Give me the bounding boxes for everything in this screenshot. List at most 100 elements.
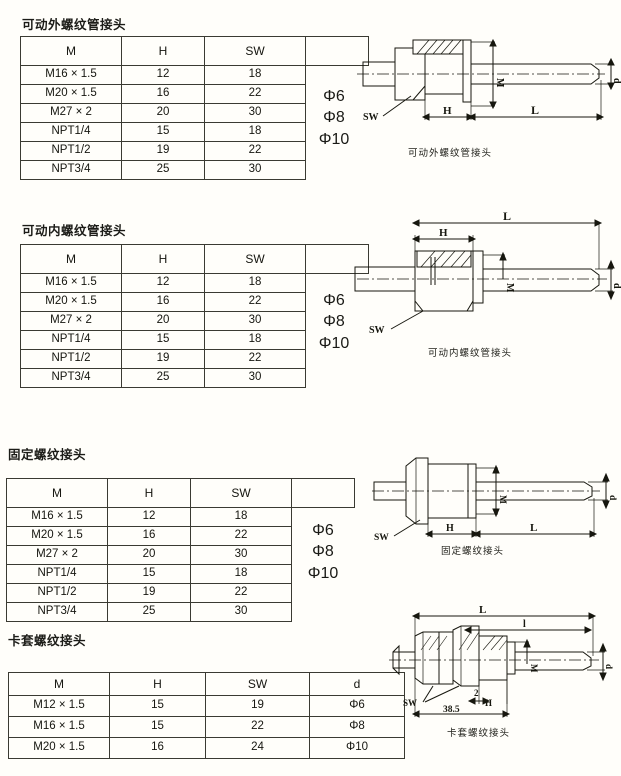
phi-value: Φ6 <box>312 522 334 539</box>
col-header-phi-merged <box>305 244 369 274</box>
cell-h: 12 <box>107 507 191 527</box>
section-title-4: 卡套螺纹接头 <box>8 633 87 648</box>
cell-sw: 22 <box>190 526 292 546</box>
cell-sw: 22 <box>204 292 306 312</box>
cell-m: M16 × 1.5 <box>6 507 108 527</box>
phi-value: Φ8 <box>323 313 345 331</box>
cell-m: M27 × 2 <box>6 545 108 565</box>
col-header-d: d <box>309 672 405 696</box>
cell-m: M16 × 1.5 <box>20 65 122 85</box>
cell-sw: 22 <box>204 84 306 104</box>
section-title-2: 可动内螺纹管接头 <box>22 223 127 238</box>
col-header-sw: SW <box>204 36 306 66</box>
cell-sw: 18 <box>204 273 306 293</box>
label-d: d <box>611 283 621 289</box>
phi-value: Φ10 <box>307 564 339 582</box>
spec-table-1: M H SW M16 × 1.5 12 18 M20 × 1.5 16 22 M… <box>20 36 369 180</box>
table-row: M27 × 2 20 30 <box>20 311 369 331</box>
label-l: L <box>479 604 486 616</box>
table-row: M16 × 1.5 12 18 <box>20 65 369 85</box>
phi-value: Φ6 <box>323 292 345 309</box>
label-h: H <box>485 698 492 708</box>
cell-m: M20 × 1.5 <box>8 737 110 759</box>
phi-list-3: Φ6 Φ8 Φ10 <box>295 522 351 583</box>
cell-sw: 22 <box>205 716 310 738</box>
cell-h: 25 <box>121 368 205 388</box>
label-h: H <box>439 227 448 239</box>
col-header-h: H <box>107 478 191 508</box>
table-row: M20 × 1.5 16 22 <box>6 526 355 546</box>
label-m: M <box>494 78 505 88</box>
cell-h: 16 <box>121 84 205 104</box>
table-header-row: M H SW d <box>8 672 405 696</box>
diagram-caption-2: 可动内螺纹管接头 <box>428 348 513 359</box>
label-d: d <box>611 78 621 84</box>
cell-sw: 18 <box>204 122 306 142</box>
cell-m: M12 × 1.5 <box>8 695 110 717</box>
cell-h: 19 <box>121 349 205 369</box>
col-header-sw: SW <box>190 478 292 508</box>
cell-sw: 24 <box>205 737 310 759</box>
col-header-sw: SW <box>204 244 306 274</box>
col-header-sw: SW <box>205 672 310 696</box>
label-d: d <box>607 495 617 501</box>
cell-sw: 30 <box>204 368 306 388</box>
table-header-row: M H SW <box>20 244 369 274</box>
label-l: L <box>503 209 511 223</box>
table-row: M16 × 1.5 15 22 Φ8 <box>8 716 405 738</box>
label-sw: SW <box>403 698 417 708</box>
table-row: M27 × 2 20 30 <box>6 545 355 565</box>
table-row: M20 × 1.5 16 24 Φ10 <box>8 737 405 759</box>
cell-sw: 30 <box>190 545 292 565</box>
cell-m: NPT3/4 <box>20 160 122 180</box>
cell-sw: 30 <box>204 103 306 123</box>
diagram-2: SW H L M d <box>354 205 621 337</box>
section-title-1: 可动外螺纹管接头 <box>22 17 127 32</box>
label-h: H <box>443 105 452 117</box>
table-row: NPT1/4 15 18 <box>6 564 355 584</box>
diagram-caption-3: 固定螺纹接头 <box>441 546 505 557</box>
table-row: NPT3/4 25 30 <box>6 602 355 622</box>
cell-h: 15 <box>109 716 206 738</box>
cell-h: 16 <box>107 526 191 546</box>
diagram-3: SW H L M d <box>372 448 617 548</box>
label-sw: SW <box>369 325 385 336</box>
cell-h: 25 <box>121 160 205 180</box>
phi-value: Φ8 <box>312 543 334 561</box>
col-header-phi-merged <box>291 478 355 508</box>
table-row: NPT1/2 19 22 <box>6 583 355 603</box>
cell-h: 15 <box>109 695 206 717</box>
label-l-small: l <box>523 619 526 630</box>
cell-h: 20 <box>107 545 191 565</box>
diagram-4: SW 2 H 38.5 L l M d <box>375 602 617 734</box>
col-header-m: M <box>20 36 122 66</box>
cell-sw: 22 <box>204 349 306 369</box>
phi-list-1: Φ6 Φ8 Φ10 <box>306 88 362 149</box>
cell-h: 25 <box>107 602 191 622</box>
cell-h: 19 <box>107 583 191 603</box>
cell-sw: 22 <box>190 583 292 603</box>
cell-m: NPT1/2 <box>6 583 108 603</box>
label-m: M <box>497 495 507 504</box>
phi-value: Φ6 <box>323 88 345 105</box>
spec-table-3: M H SW M16 × 1.5 12 18 M20 × 1.5 16 22 M… <box>6 478 355 622</box>
cell-h: 15 <box>107 564 191 584</box>
col-header-m: M <box>20 244 122 274</box>
col-header-phi-merged <box>305 36 369 66</box>
col-header-m: M <box>8 672 110 696</box>
table-row: NPT1/4 15 18 <box>20 330 369 350</box>
label-sw: SW <box>363 112 379 123</box>
col-header-m: M <box>6 478 108 508</box>
col-header-h: H <box>121 36 205 66</box>
label-sw: SW <box>374 533 389 543</box>
cell-sw: 30 <box>204 311 306 331</box>
table-row: NPT3/4 25 30 <box>20 368 369 388</box>
diagram-caption-4: 卡套螺纹接头 <box>447 728 511 739</box>
cell-m: M16 × 1.5 <box>20 273 122 293</box>
cell-m: NPT3/4 <box>6 602 108 622</box>
table-row: M27 × 2 20 30 <box>20 103 369 123</box>
cell-h: 16 <box>109 737 206 759</box>
diagram-1: SW H L M d <box>355 24 621 142</box>
cell-sw: 22 <box>204 141 306 161</box>
